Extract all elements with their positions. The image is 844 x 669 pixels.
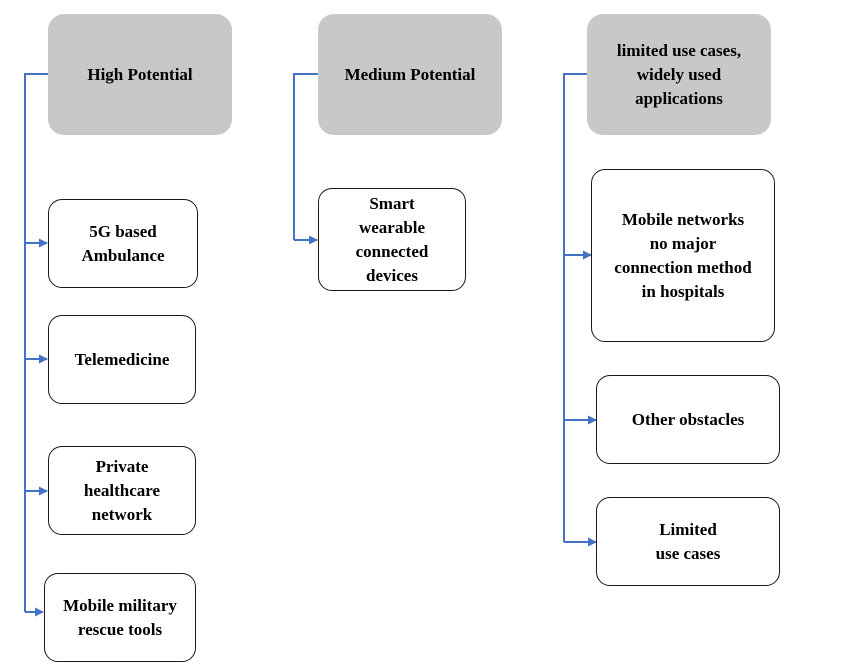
node-label: Private healthcare network: [83, 456, 161, 524]
node-smart-wearable-devices: Smart wearable connected devices: [318, 188, 466, 291]
header-high-potential: High Potential: [48, 14, 232, 135]
node-private-healthcare-network: Private healthcare network: [48, 446, 196, 535]
header-label: limited use cases, widely used applicati…: [616, 40, 742, 108]
connector-trunk: [563, 73, 587, 542]
header-label: Medium Potential: [344, 64, 476, 84]
connector-column-1: [24, 73, 48, 617]
node-label: Mobile networks no major connection meth…: [614, 209, 752, 301]
header-label: High Potential: [87, 64, 193, 84]
node-label: Other obstacles: [631, 409, 745, 429]
node-label: Smart wearable connected devices: [355, 193, 429, 285]
node-telemedicine: Telemedicine: [48, 315, 196, 404]
node-label: Telemedicine: [74, 349, 170, 369]
header-medium-potential: Medium Potential: [318, 14, 502, 135]
connector-trunk: [24, 73, 48, 612]
node-mobile-networks: Mobile networks no major connection meth…: [591, 169, 775, 342]
node-limited-use-cases: Limited use cases: [596, 497, 780, 586]
node-other-obstacles: Other obstacles: [596, 375, 780, 464]
header-limited-use-cases: limited use cases, widely used applicati…: [587, 14, 771, 135]
node-5g-ambulance: 5G based Ambulance: [48, 199, 198, 288]
node-mobile-military-rescue-tools: Mobile military rescue tools: [44, 573, 196, 662]
node-label: 5G based Ambulance: [81, 221, 165, 265]
node-label: Limited use cases: [655, 519, 721, 563]
connector-trunk: [293, 73, 318, 240]
connector-column-3: [563, 73, 597, 547]
connector-column-2: [293, 73, 318, 245]
node-label: Mobile military rescue tools: [63, 595, 177, 639]
